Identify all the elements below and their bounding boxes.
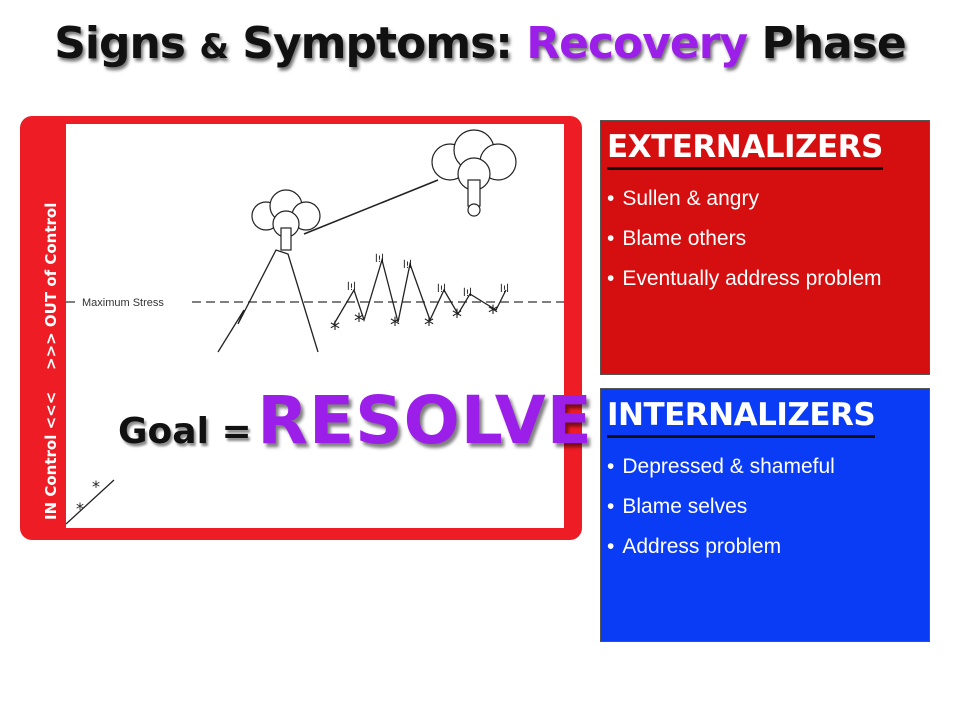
stress-sketch: Maximum Stress * * ꟾ!ꟾ ꟾ!ꟾ ꟾ — [66, 129, 564, 525]
in-control-label: IN Control <<< — [42, 391, 60, 520]
list-item: Address problem — [607, 533, 925, 561]
svg-text:*: * — [488, 301, 498, 325]
svg-text:ꟾ!ꟾ: ꟾ!ꟾ — [463, 287, 472, 299]
title-part-2: Symptoms: — [227, 18, 527, 69]
svg-text:ꟾ!ꟾ: ꟾ!ꟾ — [347, 281, 356, 293]
escalation-line — [66, 479, 115, 525]
spark-mark: * — [92, 477, 100, 496]
svg-text:*: * — [424, 313, 434, 337]
svg-text:*: * — [390, 313, 400, 337]
title-part-1: Signs — [54, 18, 200, 69]
explosion-cloud-icon — [251, 189, 321, 251]
recovery-zigzag-line — [333, 257, 507, 325]
externalizers-box: EXTERNALIZERS Sullen & angry Blame other… — [600, 120, 930, 375]
title-part-3: Phase — [747, 18, 906, 69]
externalizers-heading: EXTERNALIZERS — [607, 129, 883, 170]
list-item: Depressed & shameful — [607, 453, 925, 481]
internalizers-list: Depressed & shameful Blame selves Addres… — [607, 453, 925, 573]
svg-text:ꟾ!ꟾ: ꟾ!ꟾ — [375, 253, 384, 265]
goal-prefix: Goal = — [118, 411, 252, 452]
explosion-cloud-icon — [431, 129, 517, 217]
list-item: Blame others — [607, 225, 925, 253]
out-of-control-label: >>> OUT of Control — [42, 202, 60, 370]
spark-mark: * — [76, 499, 84, 518]
svg-text:ꟾ!ꟾ: ꟾ!ꟾ — [500, 283, 509, 295]
title-ampersand: & — [199, 27, 229, 67]
list-item: Eventually address problem — [607, 265, 925, 293]
svg-text:ꟾ!ꟾ: ꟾ!ꟾ — [437, 283, 446, 295]
control-axis-label: IN Control <<< >>> OUT of Control — [42, 120, 64, 520]
first-peak-line — [217, 249, 319, 353]
small-explosion-icons: ꟾ!ꟾ ꟾ!ꟾ ꟾ!ꟾ ꟾ!ꟾ ꟾ!ꟾ ꟾ!ꟾ — [347, 253, 509, 299]
list-item: Blame selves — [607, 493, 925, 521]
svg-text:*: * — [354, 309, 364, 333]
svg-text:*: * — [452, 305, 462, 329]
maximum-stress-label: Maximum Stress — [82, 297, 164, 309]
goal-word: RESOLVE — [257, 382, 593, 459]
externalizers-list: Sullen & angry Blame others Eventually a… — [607, 185, 925, 305]
goal-statement: Goal = RESOLVE — [118, 382, 593, 459]
list-item: Sullen & angry — [607, 185, 925, 213]
stress-label-bg — [78, 294, 190, 308]
escalation-line — [303, 179, 439, 235]
internalizers-box: INTERNALIZERS Depressed & shameful Blame… — [600, 388, 930, 642]
internalizers-heading: INTERNALIZERS — [607, 397, 876, 438]
stress-diagram: Maximum Stress * * ꟾ!ꟾ ꟾ!ꟾ ꟾ — [66, 124, 564, 528]
title-accent: Recovery — [526, 18, 748, 69]
slide-title: Signs & Symptoms: Recovery Phase — [0, 18, 960, 69]
svg-text:ꟾ!ꟾ: ꟾ!ꟾ — [403, 259, 412, 271]
svg-text:*: * — [330, 317, 340, 341]
spark-marks: * * * * * * — [330, 301, 498, 341]
